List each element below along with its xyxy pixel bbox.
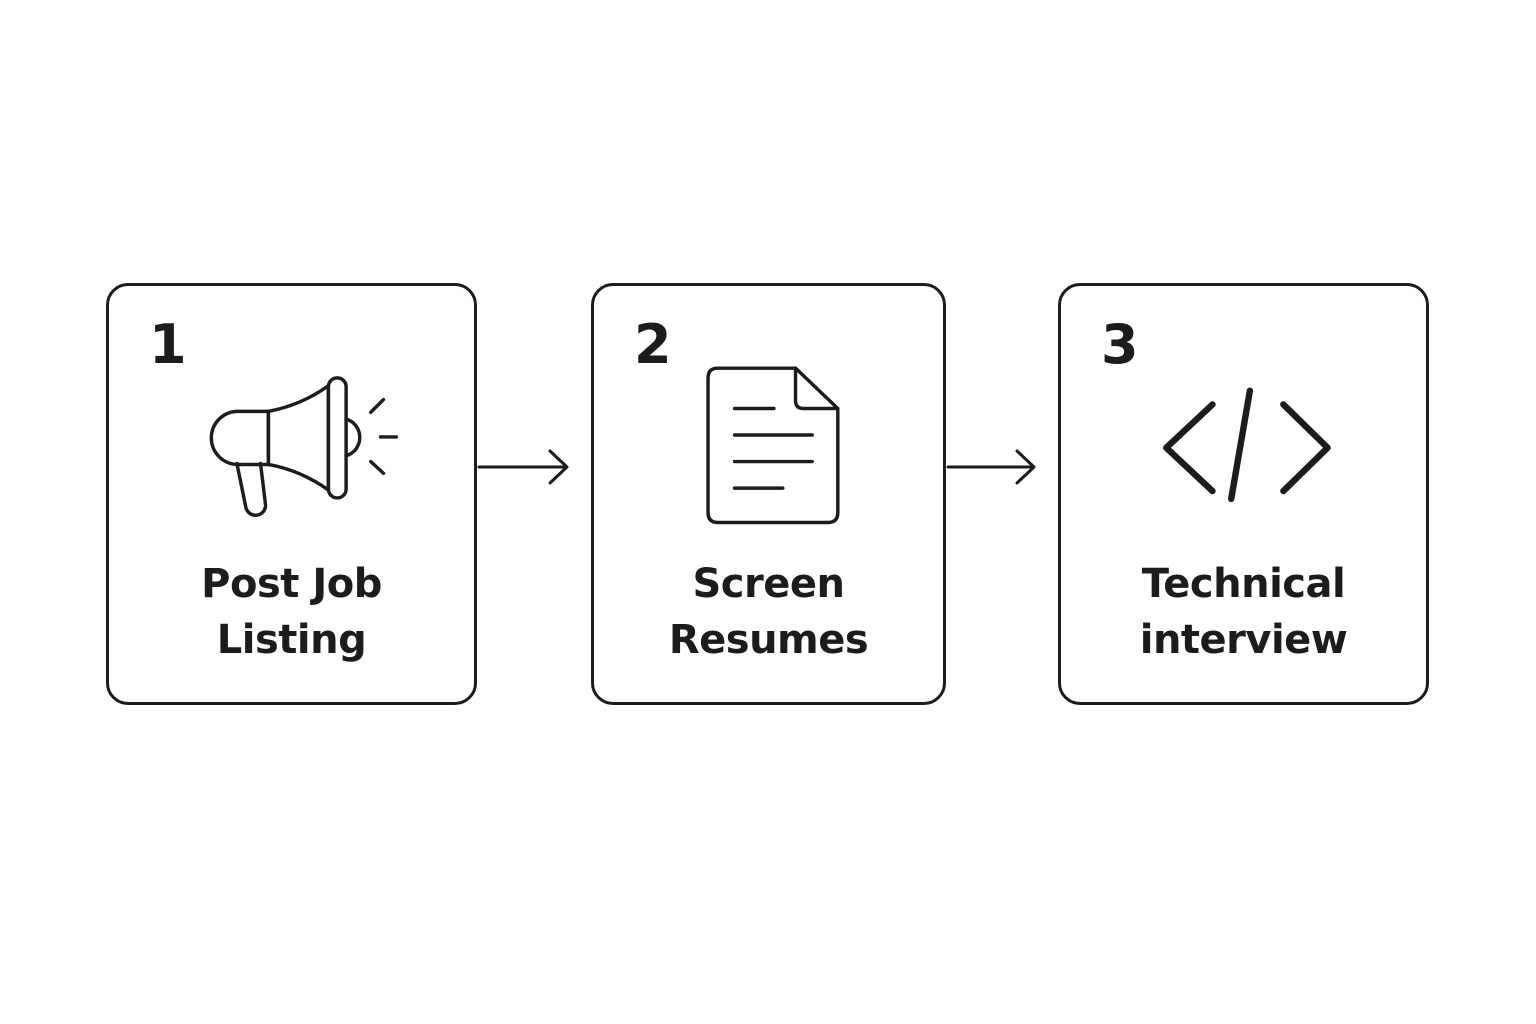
step-technical-interview: 3 Technical interview [1058, 283, 1429, 705]
step-label-line2: Resumes [668, 617, 869, 663]
step-screen-resumes: 2 Screen Resumes [591, 283, 946, 705]
step-label-line2: interview [1139, 617, 1348, 663]
step-number: 2 [634, 313, 672, 376]
step-label: Screen Resumes [594, 556, 943, 668]
step-number: 1 [149, 313, 187, 376]
step-post-job-listing: 1 Post Job Listing [106, 283, 477, 705]
step-label: Technical interview [1061, 556, 1426, 668]
step-number: 3 [1101, 313, 1139, 376]
arrow-1-to-2 [477, 449, 569, 485]
step-label-line1: Screen [692, 561, 845, 607]
step-label: Post Job Listing [109, 556, 474, 668]
step-label-line1: Post Job [201, 561, 382, 607]
arrow-2-to-3 [946, 449, 1036, 485]
step-label-line2: Listing [216, 617, 367, 663]
step-label-line1: Technical [1141, 561, 1346, 607]
